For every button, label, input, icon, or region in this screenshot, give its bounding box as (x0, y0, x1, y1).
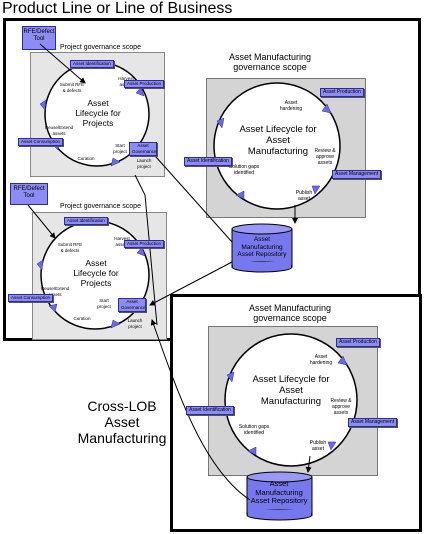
repository-label: Asset Manufacturing Asset Repository (237, 236, 287, 258)
cycle-arrowhead (235, 190, 245, 200)
repo-to-project-arrow (147, 147, 233, 243)
tag-asset-governance-2: Asset Governance (118, 298, 146, 312)
mfg-scope-label-2: Asset Manufacturing governance scope (248, 303, 332, 323)
repo-to-project2-arrow (149, 261, 233, 306)
repository-cylinder (231, 223, 293, 273)
cycle-arrowhead (136, 246, 146, 257)
tag-asset-governance: Asset Governance (129, 142, 157, 156)
step-harvest-2: Harvest assets (114, 236, 130, 247)
step-launch: Launch project (136, 158, 152, 169)
tag-asset-production: Asset Production (124, 80, 165, 88)
step-start-2: Start project (97, 298, 111, 309)
tag-asset-production-2: Asset Production (124, 240, 165, 248)
cycle-arrowhead (110, 157, 121, 167)
cycle-arrowhead (39, 99, 47, 111)
rfe-arrow (39, 43, 86, 84)
project-lifecycle-label: Asset Lifecycle for Projects (75, 98, 121, 128)
page-title: Product Line or Line of Business (2, 0, 233, 17)
tag-asset-identification-2: Asset Identification (64, 217, 108, 225)
step-review: Review & approve assets (314, 148, 336, 166)
rfe-tool-box-2: RFE/Defect Tool (10, 183, 48, 205)
project-scope-label: Project governance scope (60, 44, 141, 51)
tag-asset-consumption: Asset Consumption (18, 138, 64, 146)
cycle-arrowhead (327, 441, 337, 451)
cycle-arrowhead (337, 355, 348, 366)
step-curation: Curation (77, 156, 95, 161)
step-hardening-2: Asset hardening (309, 354, 333, 366)
project-lifecycle-label-2: Asset Lifecycle for Projects (73, 258, 119, 288)
tag-mfg-production: Asset Production (320, 88, 364, 97)
step-hardening: Asset hardening (279, 100, 303, 112)
cycle-arrowhead (135, 86, 145, 97)
cycle-arrowhead (110, 319, 121, 329)
repository-label-2: Asset Manufacturing Asset Repository (250, 479, 308, 505)
tag-mfg-identification-2: Asset Identification (186, 406, 234, 415)
step-review-2: Review & approve assets (330, 398, 352, 416)
step-launch-2: Launch project (127, 318, 143, 329)
rfe-arrow-2 (27, 204, 56, 239)
mfg-lifecycle-circle (213, 82, 341, 210)
repository-cylinder-2 (246, 471, 313, 521)
project-scope-label-2: Project governance scope (60, 203, 141, 210)
step-gaps-2: Solution gaps identified (238, 424, 270, 436)
step-reuse: Reuse/Extend assets (44, 125, 74, 136)
mfg-lifecycle-circle-2 (224, 333, 358, 467)
step-submit: Submit RFE & defects (59, 82, 85, 93)
publish-arrow-2 (305, 455, 312, 473)
tag-asset-consumption-2: Asset Consumption (8, 294, 54, 302)
cycle-arrowhead (226, 371, 235, 383)
step-publish-2: Publish asset (309, 440, 327, 452)
mfg-scope-label: Asset Manufacturing governance scope (228, 52, 312, 72)
step-reuse-2: Reuse/Extend assets (40, 286, 70, 297)
tag-asset-identification: Asset Identification (70, 60, 114, 68)
cross-repo-arrow (150, 319, 251, 501)
mfg-lifecycle-label-2: Asset Lifecycle for Asset Manufacturing (252, 374, 330, 407)
cross-link-line (134, 174, 158, 326)
tag-mfg-production-2: Asset Production (336, 338, 380, 347)
cycle-arrowhead (36, 259, 44, 271)
cycle-arrowhead (216, 117, 225, 129)
cross-lob-label: Cross-LOB Asset Manufacturing (77, 398, 167, 446)
tag-mfg-identification: Asset Identification (184, 157, 232, 166)
step-publish: Publish asset (295, 190, 313, 202)
tag-mfg-management-2: Asset Management (348, 418, 398, 427)
cycle-arrowhead (48, 303, 58, 313)
mfg-lifecycle-label: Asset Lifecycle for Asset Manufacturing (239, 124, 317, 157)
tag-mfg-management: Asset Management (332, 170, 382, 179)
rfe-tool-box: RFE/Defect Tool (22, 26, 56, 50)
rfe-tool-label-2: RFE/Defect Tool (13, 186, 45, 199)
cycle-arrowhead (311, 185, 321, 195)
step-curation-2: Curation (73, 316, 91, 321)
cycle-arrowhead (247, 446, 257, 456)
step-gaps: Solution gaps identified (228, 164, 260, 176)
rfe-tool-label: RFE/Defect Tool (23, 29, 55, 42)
cycle-arrowhead (321, 103, 332, 114)
step-submit-2: Submit RFE & defects (57, 242, 83, 253)
step-start: Start project (113, 143, 127, 154)
